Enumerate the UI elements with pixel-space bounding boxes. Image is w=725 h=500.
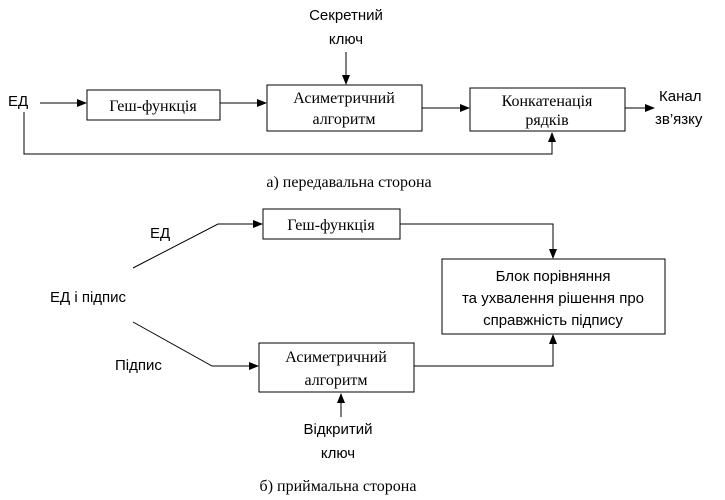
receive-hash-function-label: Геш-функція <box>287 217 375 234</box>
signature-branch-label: Підпис <box>115 357 162 374</box>
transmit-side: Секретний ключ ЕД Геш-функція Асиметричн… <box>8 7 703 191</box>
secret-key-label-line1: Секретний <box>309 7 383 24</box>
compare-decision-box <box>441 258 666 335</box>
concat-label-line2: рядків <box>525 112 569 129</box>
ed-input-label: ЕД <box>8 93 28 110</box>
ed-and-signature-label: ЕД і підпис <box>50 289 127 306</box>
concat-label-line1: Конкатенація <box>502 93 593 110</box>
compare-label-line2: та ухвалення рішення про <box>462 290 644 307</box>
hash-to-compare-arrow <box>400 223 557 259</box>
asymmetric-algorithm-box <box>266 84 423 132</box>
concatenation-box <box>469 87 626 132</box>
ed-bypass-arrow <box>23 112 556 155</box>
open-key-label-line1: Відкритий <box>303 421 372 438</box>
asym-label-line1: Асиметричний <box>293 90 395 107</box>
hash-function-label: Геш-функція <box>109 98 197 115</box>
ed-branch-label: ЕД <box>150 225 170 242</box>
compare-label-line3: справжність підпису <box>483 312 623 329</box>
receive-asymmetric-algorithm-box <box>258 342 415 393</box>
secret-key-label-line2: ключ <box>329 31 363 48</box>
receive-asym-label-line2: алгоритм <box>304 372 367 389</box>
receive-asym-label-line1: Асиметричний <box>285 349 387 366</box>
ed-to-hash-path <box>132 220 263 269</box>
asym-to-compare-arrow <box>414 334 557 367</box>
compare-label-line1: Блок порівняння <box>496 268 611 285</box>
hash-function-box <box>86 89 221 121</box>
receive-caption: б) приймальна сторона <box>260 478 417 495</box>
transmit-caption: а) передавальна сторона <box>266 174 431 191</box>
channel-label-line1: Канал <box>659 88 701 105</box>
channel-label-line2: зв’язку <box>655 111 703 128</box>
asym-label-line2: алгоритм <box>312 111 375 128</box>
signature-to-asym-path <box>132 321 259 370</box>
open-key-label-line2: ключ <box>321 445 355 462</box>
receive-side: ЕД ЕД і підпис Підпис Геш-функція Блок п… <box>50 208 666 495</box>
